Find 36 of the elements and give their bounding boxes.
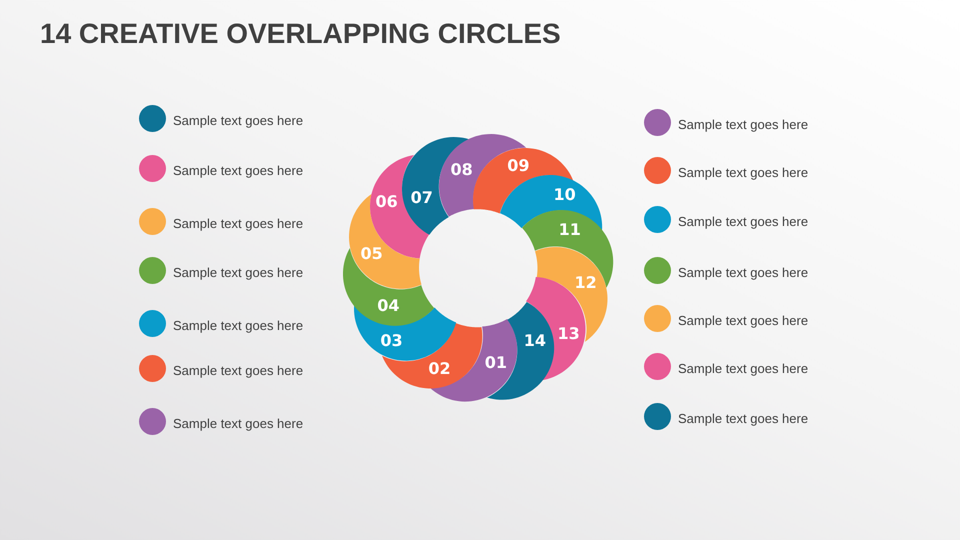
slide-title: 14 CREATIVE OVERLAPPING CIRCLES (40, 17, 561, 51)
legend-text: Sample text goes here (173, 163, 304, 179)
legend-text: Sample text goes here (173, 363, 304, 379)
legend-text: Sample text goes here (678, 265, 808, 281)
ring-segment (438, 134, 526, 217)
circle-number: 08 (450, 161, 473, 180)
legend-text: Sample text goes here (678, 411, 808, 427)
ring-segment (473, 148, 574, 214)
circle-number: 07 (410, 189, 433, 207)
ring-segment (430, 319, 517, 402)
circle-number: 06 (376, 192, 398, 211)
legend-text: Sample text goes here (173, 265, 304, 281)
ring-segment (522, 210, 613, 288)
legend-text: Sample text goes here (678, 361, 808, 377)
circle-number: 01 (484, 354, 508, 372)
ring-segment (343, 248, 434, 326)
legend-text: Sample text goes here (678, 165, 808, 181)
legend-text: Sample text goes here (678, 313, 808, 329)
circle-number: 14 (524, 332, 546, 350)
circle-number: 09 (507, 156, 530, 175)
legend-text: Sample text goes here (173, 318, 304, 334)
legend-text: Sample text goes here (173, 113, 304, 129)
circle-number: 12 (574, 274, 597, 292)
circle-number: 13 (557, 325, 580, 344)
circle-number: 02 (428, 360, 451, 378)
legend-text: Sample text goes here (678, 117, 808, 133)
legend-text: Sample text goes here (173, 216, 304, 232)
circle-number: 04 (377, 297, 400, 316)
legend-text: Sample text goes here (173, 416, 304, 432)
circle-number: 10 (554, 186, 576, 204)
legend-text: Sample text goes here (678, 214, 808, 230)
circle-number: 03 (380, 332, 403, 350)
ring-segment (382, 322, 483, 388)
circle-number: 05 (360, 245, 383, 264)
circle-number: 11 (558, 220, 581, 239)
ring-segment (486, 302, 554, 400)
